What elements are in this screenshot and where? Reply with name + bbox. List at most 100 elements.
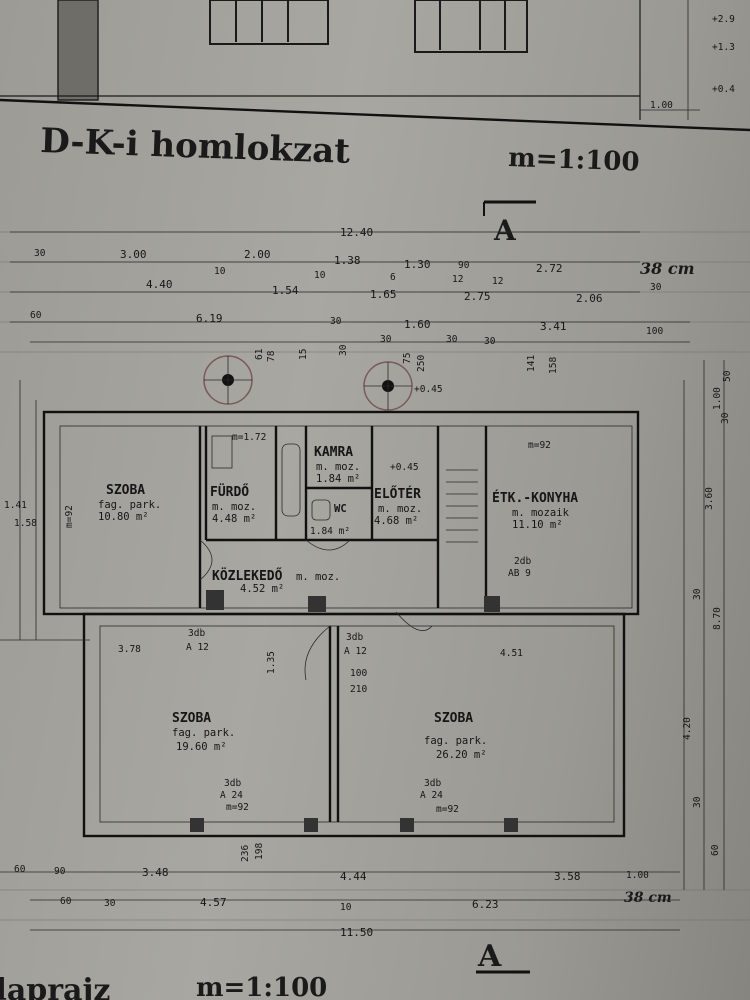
window-count-1: 3db [188, 628, 205, 639]
vdim-upper-0: 61 [254, 348, 265, 360]
room-1-name: SZOBA [106, 483, 145, 498]
room-7-name: KÖZLEKEDŐ [212, 568, 283, 584]
dim-r3-small-0: 30 [380, 334, 392, 345]
dim-r1-1: 3.00 [120, 248, 147, 261]
dim-bottom-r1-3: 4.44 [340, 870, 367, 883]
vdim-upper-7: 75 [402, 353, 413, 364]
plan-walls [42, 410, 640, 838]
dim-r1-6: 2.72 [536, 262, 563, 275]
room-2-area: 4.48 m² [212, 513, 256, 525]
dim-r3-2: 30 [330, 316, 342, 327]
window-count-5: 2db [514, 556, 531, 567]
vdim-right-7: 30 [692, 796, 703, 808]
room-6-floor: m. mozaik [512, 507, 570, 519]
dim-r1-small-1: 10 [314, 270, 326, 281]
elevation-drawing [0, 0, 750, 132]
section-marker-bottom: A [476, 939, 530, 974]
dim-198: 198 [254, 843, 265, 860]
right-dimension-lines [683, 360, 725, 890]
room-4-floor: m. moz. [378, 503, 422, 515]
dim-bottom-r2-4: 6.23 [472, 898, 499, 911]
dim-bottom-total: 11.50 [340, 926, 373, 939]
wall-thickness-note: 38 cm [640, 259, 695, 278]
dim-r2-0: 4.40 [146, 278, 173, 291]
room-8-name: SZOBA [172, 711, 211, 726]
chimney-marks [203, 355, 413, 411]
vdim-right-5: 30 [692, 588, 703, 600]
window-count-3: 3db [224, 778, 241, 789]
dim-236: 236 [240, 845, 251, 862]
room-4-area: 4.68 m² [374, 515, 418, 527]
dim-bottom-r2-2: 4.57 [200, 896, 227, 909]
window-type-1: A 12 [186, 642, 209, 653]
dim-bottom-r2-1: 30 [104, 898, 116, 909]
room-2-floor: m. moz. [212, 501, 256, 513]
room-1-area: 10.80 m² [98, 511, 149, 523]
note-m92-room8: m=92 [226, 802, 249, 813]
dim-r1-4: 1.30 [404, 258, 431, 271]
room-8-floor: fag. park. [172, 727, 235, 739]
room-6-name: ÉTK.-KONYHA [492, 490, 578, 506]
note-m92-left: m=92 [64, 505, 75, 528]
dim-r3-4: 3.41 [540, 320, 567, 333]
section-label-top: A [493, 214, 517, 247]
room-3-name: KAMRA [314, 445, 353, 460]
dim-r2-5: 30 [650, 282, 662, 293]
dim-r3-small-2: 30 [484, 336, 496, 347]
vdim-upper-2: 15 [298, 349, 309, 360]
dim-r2-4: 2.06 [576, 292, 603, 305]
elevation-title: D-K-i homlokzat [40, 121, 351, 172]
plan-title: alaprajz [0, 973, 110, 1000]
wall-thickness-note-bottom: 38 cm [624, 890, 672, 906]
dim-r1-5: 90 [458, 260, 470, 271]
dim-r1-small-0: 10 [214, 266, 226, 277]
bottom-dimension-lines [0, 871, 680, 931]
level-width: 1.00 [650, 100, 673, 111]
vdim-right-0: 50 [722, 370, 733, 382]
dim-r3-3: 1.60 [404, 318, 431, 331]
room-7-area: 4.52 m² [240, 583, 284, 595]
vdim-left-1: 1.58 [14, 518, 37, 529]
wall-hatches [190, 590, 518, 832]
dim-r3-5: 100 [646, 326, 663, 337]
room-7-floor: m. moz. [296, 571, 340, 583]
room-9-area: 26.20 m² [436, 749, 487, 761]
fixtures [199, 435, 478, 681]
window-count-2: 3db [346, 632, 363, 643]
note-plus045: +0.45 [390, 462, 419, 473]
room-3-floor: m. moz. [316, 461, 360, 473]
room-6-area: 11.10 m² [512, 519, 563, 531]
level-mark-1: +2.9 [712, 14, 735, 25]
dim-r1-small-2: 6 [390, 272, 396, 283]
dim-total-top: 12.40 [340, 226, 373, 239]
dim-r1-2: 2.00 [244, 248, 271, 261]
vdim-right-1: 1.00 [712, 387, 723, 410]
dim-r3-small-1: 30 [446, 334, 458, 345]
dim-r1-0: 30 [34, 248, 46, 259]
window-type-3: A 24 [220, 790, 243, 801]
vdim-left-0: 1.41 [4, 500, 27, 511]
vdim-upper-3: 30 [338, 344, 349, 356]
section-marker-top: A [483, 200, 536, 247]
vdim-right-3: 3.60 [704, 487, 715, 510]
dim-451: 4.51 [500, 648, 523, 659]
vdim-upper-5: 141 [526, 355, 537, 372]
dim-bottom-r1-5: 1.00 [626, 870, 649, 881]
door-width: 100 [350, 668, 367, 679]
vdim-right-2: 30 [720, 412, 731, 424]
vdim-right-4: 8.70 [712, 607, 723, 630]
level-plus045: +0.45 [414, 384, 443, 395]
elevation-scale: m=1:100 [508, 143, 640, 178]
window-count-4: 3db [424, 778, 441, 789]
door-height: 210 [350, 684, 367, 695]
window-type-4: A 24 [420, 790, 443, 801]
note-m92-room9: m=92 [436, 804, 459, 815]
level-mark-3: +0.4 [712, 84, 735, 95]
dim-r3-0: 60 [30, 310, 42, 321]
dim-bottom-r1-0: 60 [14, 864, 26, 875]
room-8-area: 19.60 m² [176, 741, 227, 753]
dim-r2-1: 1.54 [272, 284, 299, 297]
top-dimension-lines [10, 231, 690, 343]
dim-r1-3: 1.38 [334, 254, 361, 267]
